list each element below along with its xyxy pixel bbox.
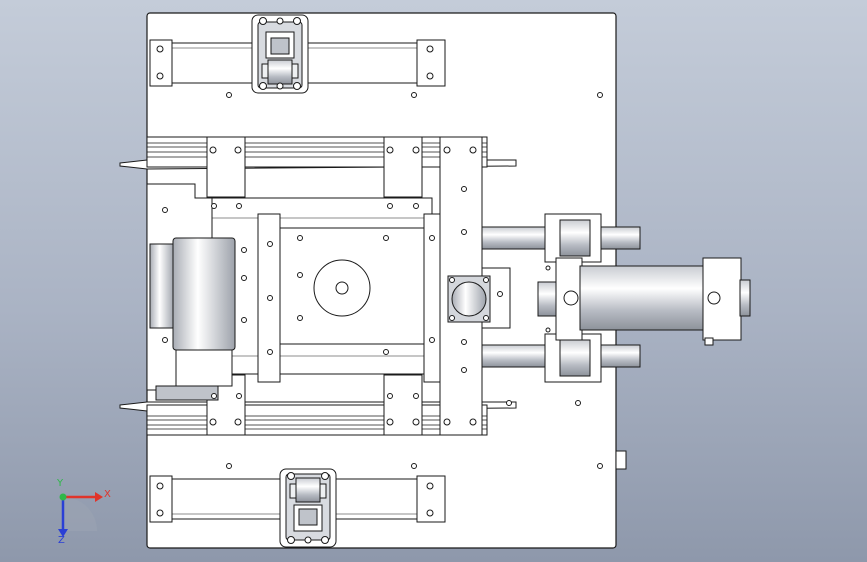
right-side-tab	[615, 450, 627, 470]
bottom-toggle-clamp[interactable]	[279, 468, 337, 548]
y-axis-label: Y	[56, 478, 64, 489]
carriage-block-upper-right[interactable]	[383, 136, 423, 198]
vertical-mount-plate[interactable]	[439, 136, 511, 436]
carriage-block-upper-left[interactable]	[206, 136, 246, 198]
lower-linear-rail[interactable]	[119, 401, 517, 436]
mounting-holes	[156, 45, 603, 517]
stepper-motor[interactable]	[149, 237, 236, 401]
x-axis-label: X	[104, 489, 111, 500]
pneumatic-cylinder[interactable]	[537, 257, 751, 346]
air-fitting-icon	[707, 291, 721, 305]
axis-triad: Y X Z	[56, 478, 111, 546]
carriage-block-lower-right[interactable]	[383, 374, 423, 436]
y-axis-origin-icon	[59, 493, 67, 501]
z-axis-label: Z	[58, 535, 65, 546]
top-toggle-clamp[interactable]	[251, 14, 309, 94]
